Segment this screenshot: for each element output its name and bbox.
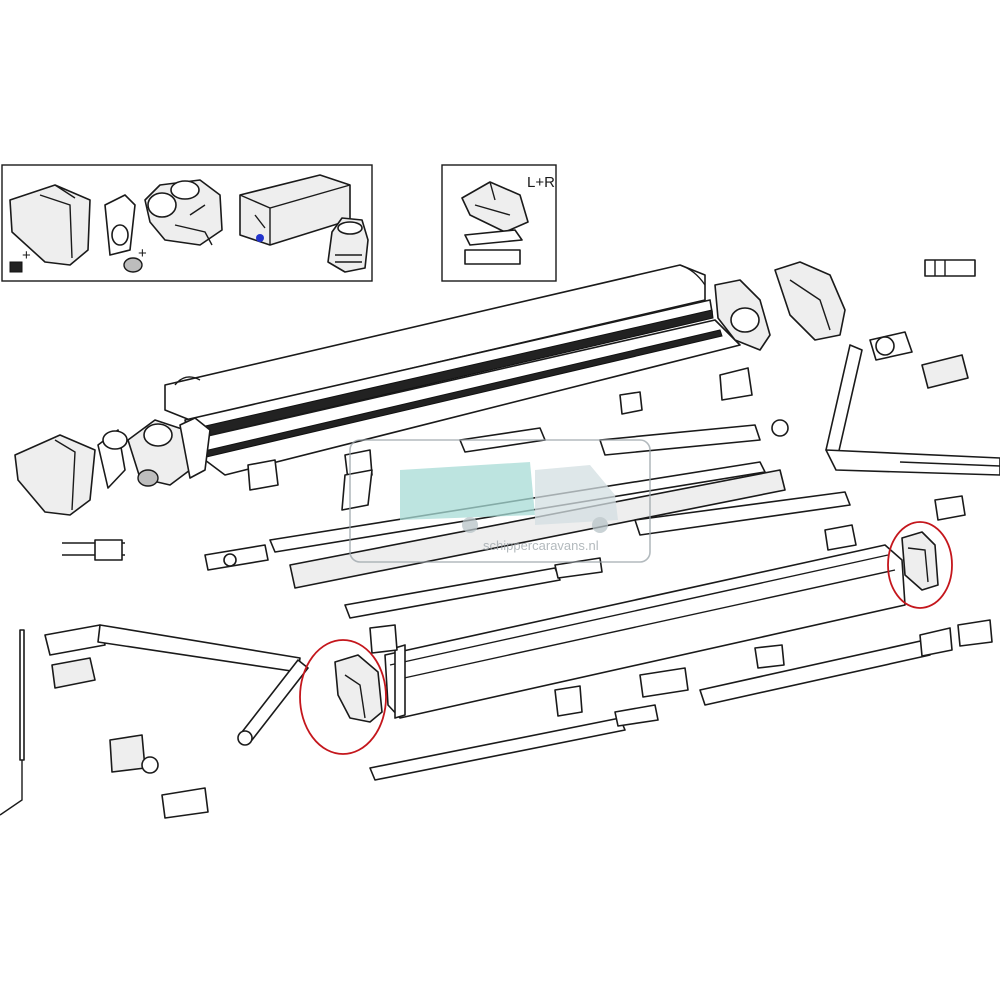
watermark-text: schippercaravans.nl	[483, 538, 599, 553]
front-bar	[384, 544, 906, 719]
watermark-logo: schippercaravans.nl	[349, 439, 651, 563]
right-end-cap	[887, 521, 953, 609]
support-arm-left	[44, 624, 309, 819]
left-end-cover	[14, 434, 96, 516]
support-arm-right	[825, 259, 1000, 476]
middle-rail-set	[204, 419, 966, 619]
cassette-top-profile	[164, 264, 741, 476]
left-connector	[0, 539, 125, 816]
inset-lr-label: L+R	[527, 174, 555, 191]
bottom-bar-set	[369, 619, 993, 781]
right-end-cap-highlight	[887, 521, 953, 609]
svg-text:+: +	[138, 245, 147, 262]
inset-spacer-upper	[464, 229, 523, 246]
inset-box-lr-bracket: L+R	[441, 164, 557, 282]
inset-spacer-lower	[464, 249, 521, 265]
inset-box-motor-parts: + +	[1, 164, 373, 282]
left-end-assembly	[14, 417, 211, 516]
right-end-assembly	[619, 261, 846, 415]
inset-gear	[123, 257, 143, 273]
left-end-cap-highlight	[299, 639, 387, 755]
right-end-cover	[774, 261, 846, 341]
svg-text:+: +	[22, 247, 31, 264]
left-end-cap	[299, 639, 387, 755]
inset-small-clip	[9, 261, 23, 273]
